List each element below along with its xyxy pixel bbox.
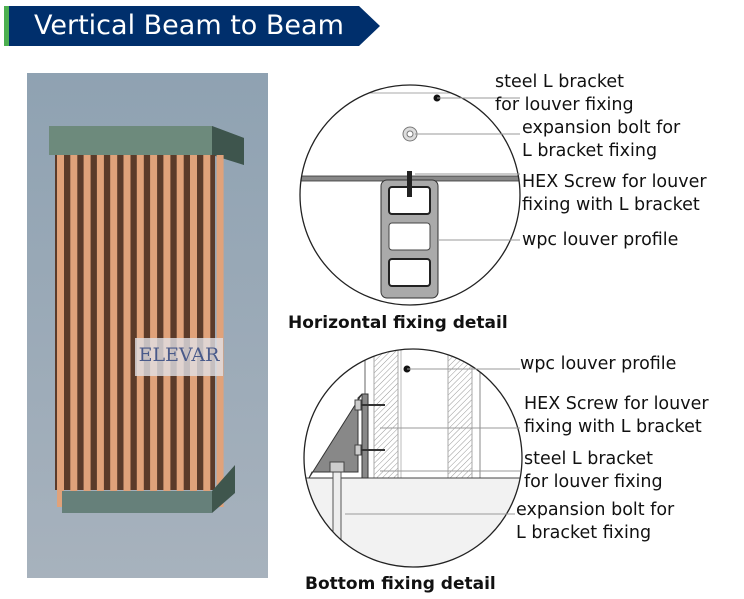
louver-slat bbox=[110, 155, 118, 507]
louver-slat bbox=[57, 155, 64, 507]
louver-slat bbox=[150, 155, 158, 507]
horizontal-detail-drawing bbox=[300, 92, 520, 299]
title-banner: Vertical Beam to Beam bbox=[4, 6, 380, 46]
louver-slat bbox=[176, 155, 184, 507]
louver-render-image: ELEVAR bbox=[27, 73, 268, 578]
label-wpc-profile-1: wpc louver profile bbox=[522, 230, 679, 250]
label-wpc-profile-2: wpc louver profile bbox=[520, 354, 677, 374]
bottom-detail-caption: Bottom fixing detail bbox=[305, 574, 496, 594]
watermark-logo: ELEVAR bbox=[135, 338, 223, 376]
louver-slat bbox=[190, 155, 197, 507]
louver-slat bbox=[136, 155, 144, 507]
louver-slat bbox=[163, 155, 171, 507]
louver-slat bbox=[123, 155, 131, 507]
louver-slat bbox=[70, 155, 78, 507]
louver-slat bbox=[96, 155, 104, 507]
louver-slat bbox=[216, 155, 224, 507]
louver-slat bbox=[83, 155, 91, 507]
banner-shape bbox=[4, 6, 380, 46]
louver-slat bbox=[203, 155, 211, 507]
page-title: Vertical Beam to Beam bbox=[34, 10, 344, 41]
bottom-detail-drawing bbox=[304, 349, 522, 567]
horizontal-detail-caption: Horizontal fixing detail bbox=[288, 313, 508, 333]
